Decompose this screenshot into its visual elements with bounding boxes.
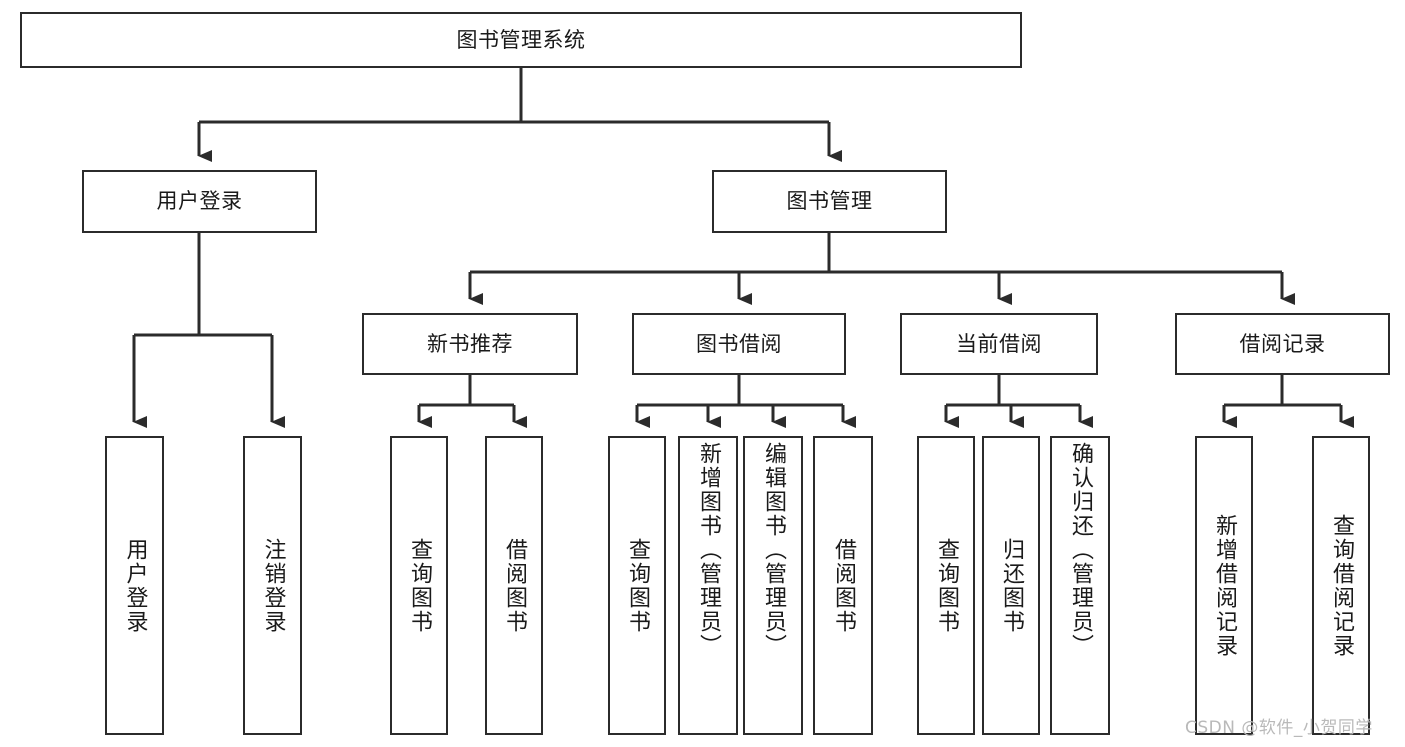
- node-book-borrow-label: 图书借阅: [696, 331, 782, 356]
- node-new-book-recommend-label: 新书推荐: [427, 331, 513, 356]
- node-leaf-add-book[interactable]: 新增图书（管理员）: [678, 436, 738, 735]
- node-leaf-query-book-3[interactable]: 查询图书: [917, 436, 975, 735]
- node-leaf-edit-book-label: 编辑图书（管理员）: [761, 442, 786, 658]
- node-leaf-borrow-book-2-label: 借阅图书: [831, 537, 856, 634]
- node-book-borrow[interactable]: 图书借阅: [632, 313, 846, 375]
- node-leaf-user-login[interactable]: 用户登录: [105, 436, 164, 735]
- node-leaf-query-book-3-label: 查询图书: [934, 537, 959, 634]
- node-leaf-query-book-1[interactable]: 查询图书: [390, 436, 448, 735]
- node-leaf-add-record-label: 新增借阅记录: [1212, 513, 1237, 658]
- node-user-login[interactable]: 用户登录: [82, 170, 317, 233]
- node-leaf-borrow-book-1[interactable]: 借阅图书: [485, 436, 543, 735]
- node-leaf-user-login-label: 用户登录: [122, 537, 148, 634]
- node-leaf-borrow-book-1-label: 借阅图书: [502, 537, 527, 634]
- node-leaf-user-logout-label: 注销登录: [260, 537, 286, 634]
- node-leaf-add-book-label: 新增图书（管理员）: [696, 442, 721, 658]
- node-leaf-return-book-label: 归还图书: [999, 537, 1024, 634]
- node-leaf-user-logout[interactable]: 注销登录: [243, 436, 302, 735]
- node-leaf-query-record[interactable]: 查询借阅记录: [1312, 436, 1370, 735]
- node-leaf-query-book-2[interactable]: 查询图书: [608, 436, 666, 735]
- node-leaf-borrow-book-2[interactable]: 借阅图书: [813, 436, 873, 735]
- node-leaf-query-record-label: 查询借阅记录: [1329, 513, 1354, 658]
- node-leaf-return-book[interactable]: 归还图书: [982, 436, 1040, 735]
- node-borrow-record[interactable]: 借阅记录: [1175, 313, 1390, 375]
- node-root-label: 图书管理系统: [456, 27, 586, 52]
- node-leaf-add-record[interactable]: 新增借阅记录: [1195, 436, 1253, 735]
- node-current-borrow-label: 当前借阅: [956, 331, 1042, 356]
- node-book-management-label: 图书管理: [786, 189, 873, 214]
- node-root[interactable]: 图书管理系统: [20, 12, 1022, 68]
- watermark-text: CSDN @软件_小贺同学: [1185, 718, 1373, 738]
- node-new-book-recommend[interactable]: 新书推荐: [362, 313, 578, 375]
- node-borrow-record-label: 借阅记录: [1239, 331, 1326, 356]
- node-leaf-confirm-return[interactable]: 确认归还（管理员）: [1050, 436, 1110, 735]
- node-leaf-query-book-2-label: 查询图书: [625, 537, 650, 634]
- node-leaf-confirm-return-label: 确认归还（管理员）: [1068, 442, 1093, 658]
- node-user-login-label: 用户登录: [156, 189, 243, 214]
- node-leaf-edit-book[interactable]: 编辑图书（管理员）: [743, 436, 803, 735]
- node-leaf-query-book-1-label: 查询图书: [407, 537, 432, 634]
- node-book-management[interactable]: 图书管理: [712, 170, 947, 233]
- node-current-borrow[interactable]: 当前借阅: [900, 313, 1098, 375]
